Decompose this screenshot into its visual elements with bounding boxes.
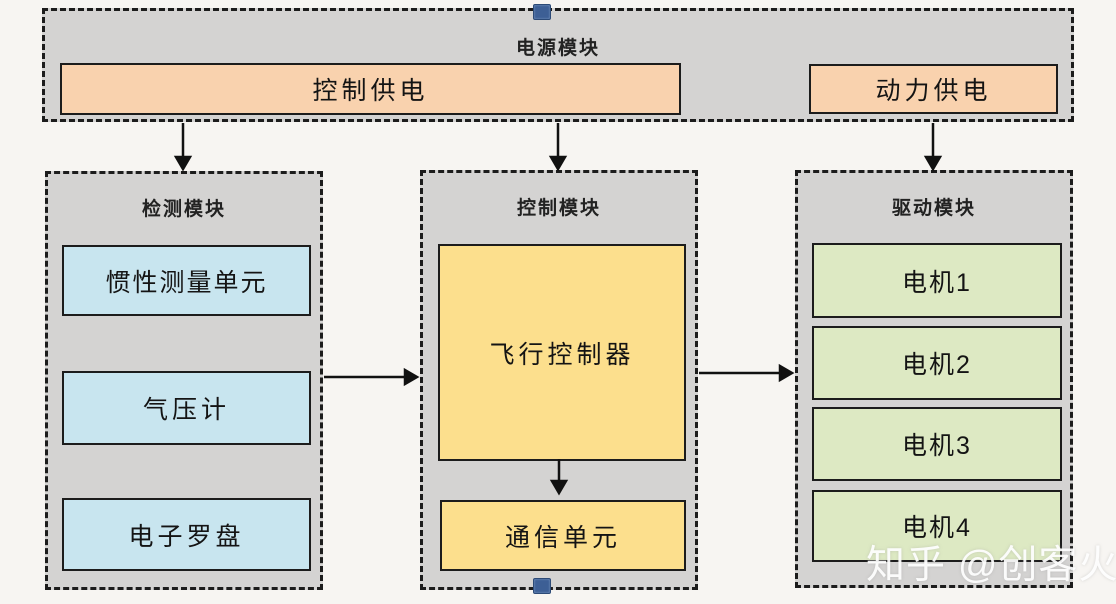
- module-detection: 检测模块 惯性测量单元 气压计 电子罗盘: [45, 171, 323, 590]
- box-control-supply: 控制供电: [60, 63, 681, 115]
- arrowhead-power-to-detection: [173, 155, 193, 172]
- box-motor-supply: 动力供电: [809, 64, 1058, 114]
- watermark: 知乎 @创客火: [866, 544, 1116, 587]
- selection-handle-top[interactable]: [533, 4, 551, 20]
- box-barometer: 气压计: [62, 371, 311, 445]
- module-control: 控制模块 飞行控制器 通信单元: [420, 170, 698, 590]
- box-motor-3: 电机3: [812, 407, 1062, 481]
- box-imu: 惯性测量单元: [62, 245, 311, 316]
- arrowhead-detection-to-control: [403, 367, 420, 387]
- box-motor-2: 电机2: [812, 326, 1062, 400]
- arrowhead-power-to-drive: [923, 155, 943, 172]
- box-flight-controller: 飞行控制器: [438, 244, 686, 461]
- module-drive-label: 驱动模块: [891, 198, 976, 219]
- module-drive: 驱动模块 电机1 电机2 电机3 电机4: [795, 170, 1073, 588]
- module-detection-label: 检测模块: [141, 199, 226, 220]
- module-power: 电源模块 控制供电 动力供电: [42, 8, 1074, 122]
- box-compass: 电子罗盘: [62, 498, 311, 571]
- arrowhead-control-to-drive: [778, 363, 795, 383]
- arrowhead-power-to-control: [548, 155, 568, 172]
- selection-handle-bottom[interactable]: [533, 578, 551, 594]
- box-motor-4: 电机4: [812, 490, 1062, 562]
- box-motor-1: 电机1: [812, 243, 1062, 318]
- module-power-label: 电源模块: [515, 38, 600, 59]
- module-control-label: 控制模块: [516, 198, 601, 219]
- box-comm-unit: 通信单元: [440, 500, 686, 571]
